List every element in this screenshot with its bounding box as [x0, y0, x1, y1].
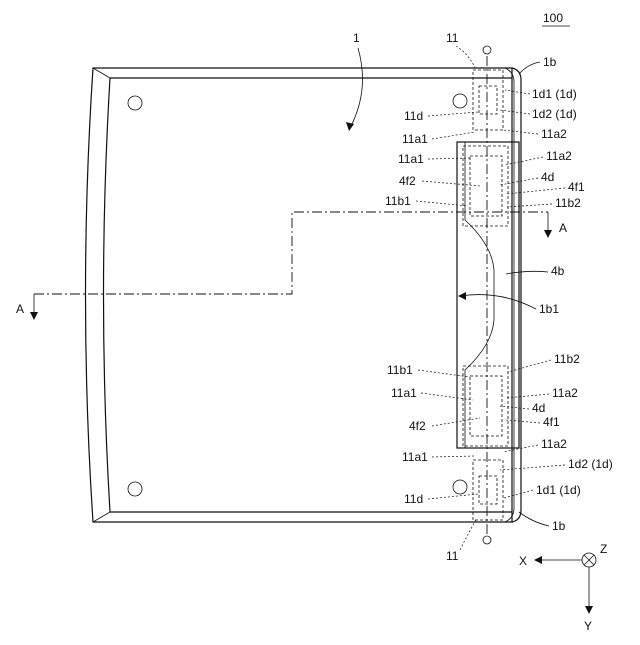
- label-11b2-top: 11b2: [555, 196, 581, 210]
- leader-1b-bot: [519, 512, 549, 526]
- leader-1d1-top: [505, 90, 530, 94]
- label-11-top: 11: [446, 31, 459, 45]
- label-4f1-bot: 4f1: [543, 415, 560, 429]
- right-edge-inner: [505, 68, 514, 522]
- section-line-a: [34, 212, 548, 294]
- label-4f2-top: 4f2: [399, 174, 416, 188]
- screw-hole-bottom-right: [453, 480, 467, 494]
- label-4d-top: 4d: [541, 170, 554, 184]
- hinge-plate-bottom-inner: [470, 376, 502, 436]
- leader-11b1-top: [416, 201, 468, 206]
- leader-4f1-bot: [506, 420, 540, 423]
- hinge-block-bottom-outer: [473, 460, 503, 520]
- label-4f1-top: 4f1: [568, 180, 585, 194]
- leader-11d-top: [428, 112, 478, 116]
- bevel-bottom-left: [93, 512, 110, 522]
- label-11b2-bot: 11b2: [554, 352, 580, 366]
- label-11d-bot: 11d: [404, 492, 423, 506]
- hinge-axis-top: [483, 46, 491, 54]
- arrow-main-body: [346, 122, 354, 131]
- leader-1d1-bot: [504, 490, 533, 498]
- right-edge-1b: [512, 68, 521, 522]
- bevel-top-left: [93, 68, 110, 78]
- body-inner-outline: [104, 78, 513, 512]
- leader-11-bot: [460, 520, 476, 550]
- leader-11a1-d: [432, 456, 475, 457]
- hinge-plate-top-inner: [470, 156, 502, 216]
- label-11b1-top: 11b1: [385, 194, 411, 208]
- label-11b1-bot: 11b1: [387, 363, 413, 377]
- hinge-axis-bottom: [483, 536, 491, 544]
- leader-1d2-bot: [500, 465, 565, 470]
- label-main-body: 1: [353, 31, 360, 45]
- label-11a1-c: 11a1: [391, 386, 417, 400]
- label-11a2-d: 11a2: [541, 437, 567, 451]
- hinge-block-top-outer: [473, 70, 503, 130]
- leader-1b-top: [519, 62, 540, 74]
- leader-4f2-top: [422, 181, 480, 186]
- screw-hole-top-right: [453, 94, 467, 108]
- label-4d-bot: 4d: [532, 401, 545, 415]
- leader-4f2-bot: [432, 418, 480, 426]
- leader-11a1-a: [432, 132, 475, 139]
- label-1b-top: 1b: [543, 55, 557, 69]
- leader-4d-bot: [500, 406, 529, 409]
- leader-11b1-bot: [418, 370, 470, 377]
- label-11a1-b: 11a1: [398, 152, 424, 166]
- label-section-a-left: A: [16, 302, 24, 316]
- leader-11b2-bot: [508, 360, 551, 372]
- label-11a1-d: 11a1: [402, 450, 428, 464]
- axis-y-arrowhead: [585, 606, 593, 614]
- arrow-1b1: [458, 292, 466, 300]
- section-arrow-right-head: [544, 230, 552, 238]
- figure-number: 100: [543, 11, 563, 25]
- label-1d1-bot: 1d1 (1d): [536, 483, 581, 497]
- section-arrow-left-head: [30, 312, 38, 320]
- leader-main-body: [350, 48, 363, 128]
- label-11d-top: 11d: [404, 109, 423, 123]
- label-4f2-bot: 4f2: [409, 419, 426, 433]
- screw-hole-bottom-left: [128, 482, 142, 496]
- label-11a2-a: 11a2: [541, 127, 567, 141]
- label-11-bot: 11: [446, 549, 459, 563]
- label-11a1-a: 11a1: [402, 132, 428, 146]
- label-11a2-b: 11a2: [546, 149, 572, 163]
- leader-4f1-top: [506, 188, 565, 194]
- label-axis-y: Y: [584, 619, 592, 633]
- leader-11a2-b: [505, 157, 543, 165]
- leader-11-top: [456, 46, 476, 70]
- hinge-block-top-inner: [479, 86, 497, 114]
- label-11a2-c: 11a2: [552, 386, 578, 400]
- label-section-a-right: A: [559, 221, 567, 235]
- label-axis-z: Z: [600, 542, 607, 556]
- label-1b-bot: 1b: [552, 519, 566, 533]
- label-4b: 4b: [551, 264, 565, 278]
- screw-hole-top-left: [128, 96, 142, 110]
- axis-x-arrowhead: [534, 556, 542, 564]
- label-1b1: 1b1: [539, 302, 559, 316]
- label-1d2-top: 1d2 (1d): [532, 107, 577, 121]
- leader-11d-bot: [428, 494, 478, 499]
- leader-1b1: [460, 295, 536, 309]
- leader-1d2-top: [500, 110, 530, 114]
- label-1d2-bot: 1d2 (1d): [568, 457, 613, 471]
- label-axis-x: X: [519, 554, 527, 568]
- label-1d1-top: 1d1 (1d): [532, 87, 577, 101]
- hinge-block-bottom-inner: [479, 476, 497, 504]
